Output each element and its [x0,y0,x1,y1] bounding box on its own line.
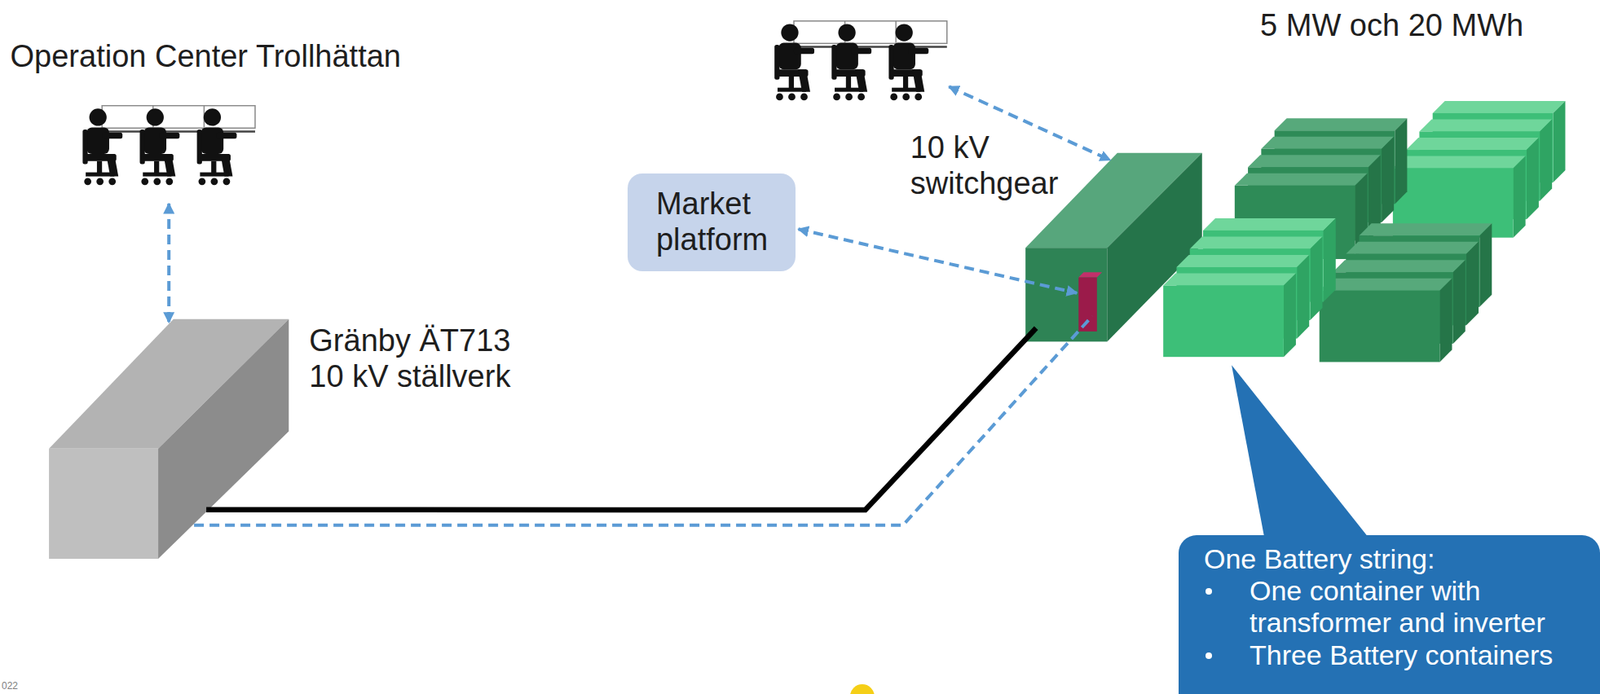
comm-link [167,203,171,323]
container-top [1260,136,1394,150]
container-top [1319,278,1453,291]
container-top [1345,242,1479,255]
battery-container [1319,290,1441,363]
container-top [1332,260,1466,273]
operator-icon [774,21,948,102]
container-side [1526,137,1539,220]
switchgear: 10 kV switchgear [1025,153,1203,343]
container-top [1432,101,1566,114]
container-top [1419,119,1552,132]
container-front [1025,247,1107,342]
container-top [1247,154,1381,168]
node-label: 10 kV switchgear [910,130,1074,202]
container-top [1234,173,1368,186]
container-side [1539,119,1552,201]
comm-link [193,316,1093,526]
box-front [48,449,159,560]
page-number: 022 [1,681,18,692]
container-side [1323,218,1336,303]
container-top [1203,218,1336,231]
container-side [1453,260,1466,344]
bullet-column [1203,639,1250,672]
container-side [1394,118,1407,204]
bullet-dot [1205,588,1213,596]
node-label: Gränby ÄT713 10 kV ställverk [308,323,529,395]
box-label: Market platform [656,186,789,258]
bullet-text: One container with transformer and inver… [1249,575,1591,640]
container-side [1479,223,1492,308]
node-label: Operation Center Trollhättan [10,39,542,75]
callout-pointer [1231,365,1373,543]
container-side [1439,278,1452,363]
box-side [158,319,289,560]
container-top [1392,156,1526,169]
container-side [1283,273,1296,358]
container-top [1274,118,1408,131]
container-top [1163,273,1296,287]
battery-container [1163,286,1284,358]
container-side [1513,156,1526,239]
callout-box: One Battery string:One container with tr… [1178,535,1600,694]
battery-field: 5 MW och 20 MWh [1163,110,1572,367]
container-top [1359,223,1493,236]
container-top [1176,255,1310,268]
container-side [1296,255,1310,340]
callout-heading: One Battery string: [1203,543,1591,576]
logo-dot [850,684,875,694]
bullet-dot [1205,652,1213,660]
container-side [1466,242,1479,327]
cabinet-top [1078,272,1102,278]
container-side [1309,236,1323,321]
bullet-text: Three Battery containers [1249,639,1591,672]
substation: Gränby ÄT713 10 kV ställverk [48,319,289,560]
container-side [1552,101,1565,183]
operation-center: Operation Center Trollhättan [10,39,542,203]
bullet-column [1203,575,1250,640]
container-top [1406,137,1539,150]
container-top [1190,236,1323,249]
container-side [1381,136,1394,223]
bullet-row: One container with transformer and inver… [1203,575,1591,640]
market-platform-box: Market platform [627,173,797,272]
node-label: 5 MW och 20 MWh [1260,8,1600,45]
operator-icon [82,105,256,186]
comm-link [798,229,1078,294]
switchgear-building [48,319,289,560]
bullet-row: Three Battery containers [1203,639,1591,672]
battery-containers [1163,101,1565,362]
